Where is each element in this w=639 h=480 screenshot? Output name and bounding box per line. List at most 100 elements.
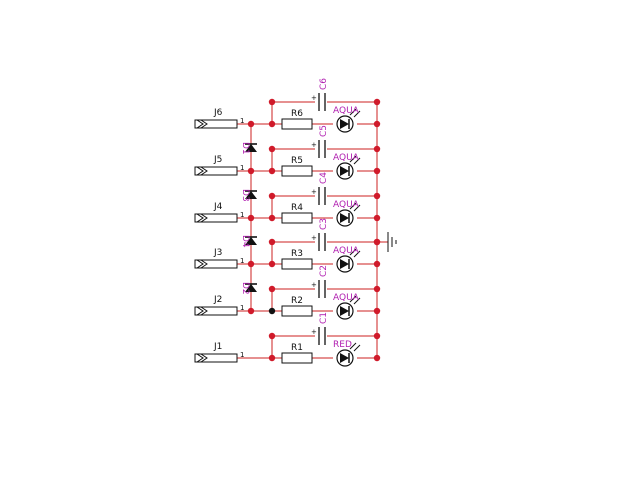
junction-dot xyxy=(268,354,276,362)
junction-dot xyxy=(247,120,255,128)
resistor-r3 xyxy=(281,258,313,270)
diode-ref: D3 xyxy=(240,189,250,202)
led-icon xyxy=(336,342,361,367)
junction-dot xyxy=(373,192,381,200)
capacitor-ref: C5 xyxy=(319,125,329,137)
led-ray-arrow xyxy=(349,295,357,303)
led-icon xyxy=(336,295,361,320)
connector-pin: 1 xyxy=(240,211,244,219)
led-icon xyxy=(336,108,361,133)
diode-triangle xyxy=(245,237,257,245)
led-triangle xyxy=(340,306,349,316)
junction-dot xyxy=(268,167,276,175)
junction-dot xyxy=(373,214,381,222)
resistor-ref: R1 xyxy=(291,343,303,353)
led-label: AQUA xyxy=(333,246,360,256)
junction-dot xyxy=(373,238,381,246)
junction-dot xyxy=(373,332,381,340)
capacitor-ref: C3 xyxy=(319,218,329,230)
connector-notch xyxy=(196,306,204,316)
led-label: AQUA xyxy=(333,293,360,303)
ground-icon xyxy=(387,232,397,252)
junction-dot xyxy=(268,192,276,200)
capacitor-polarity: + xyxy=(311,328,317,336)
connector-notch xyxy=(196,166,204,176)
connector-notch xyxy=(200,119,208,129)
connector-ref: J6 xyxy=(213,108,223,118)
led-ray-arrow xyxy=(349,108,357,116)
junction-dot xyxy=(247,260,255,268)
resistor-r5 xyxy=(281,165,313,177)
junctions xyxy=(247,98,381,362)
capacitor-ref: C6 xyxy=(319,78,329,90)
connector-ref: J5 xyxy=(213,155,222,165)
led-ray-arrow xyxy=(353,344,361,352)
connector-notch xyxy=(200,259,208,269)
capacitor-polarity: + xyxy=(311,94,317,102)
diode-d3 xyxy=(245,190,257,199)
connector-pin: 1 xyxy=(240,117,244,125)
diode-d1 xyxy=(245,143,257,152)
capacitor-c1 xyxy=(318,327,326,345)
junction-dot xyxy=(268,332,276,340)
led-ray-arrow xyxy=(353,110,361,118)
diode-d2 xyxy=(245,283,257,292)
capacitor-c5 xyxy=(318,140,326,158)
diode-triangle xyxy=(245,284,257,292)
led-ray-arrow xyxy=(349,202,357,210)
led-ray-arrow xyxy=(349,248,357,256)
connector-body xyxy=(194,353,238,363)
junction-dot xyxy=(373,354,381,362)
junction-dot xyxy=(268,285,276,293)
connector-body xyxy=(194,213,238,223)
capacitor-ref: C2 xyxy=(319,265,329,277)
led-triangle xyxy=(340,353,349,363)
connector-ref: J4 xyxy=(213,202,223,212)
led-ray-arrow xyxy=(349,155,357,163)
led-triangle xyxy=(340,119,349,129)
junction-dot xyxy=(373,167,381,175)
resistor-ref: R5 xyxy=(291,156,303,166)
capacitor-ref: C1 xyxy=(319,312,329,324)
junction-dot xyxy=(373,145,381,153)
junction-dot xyxy=(268,260,276,268)
led-icon xyxy=(336,248,361,273)
led-triangle xyxy=(340,166,349,176)
resistor-r6 xyxy=(281,118,313,130)
junction-dot xyxy=(247,307,255,315)
led-ray-arrow xyxy=(353,297,361,305)
diode-d4 xyxy=(245,236,257,245)
junction-dot xyxy=(373,260,381,268)
led-icon xyxy=(336,202,361,227)
led-label: AQUA xyxy=(333,106,360,116)
capacitor-c2 xyxy=(318,280,326,298)
connector-j6 xyxy=(194,119,238,129)
connector-notch xyxy=(196,353,204,363)
junction-dot xyxy=(373,285,381,293)
connector-j3 xyxy=(194,259,238,269)
junction-dot xyxy=(268,145,276,153)
capacitor-c4 xyxy=(318,187,326,205)
capacitor-ref: C4 xyxy=(319,172,329,184)
junction-dot xyxy=(247,167,255,175)
led-triangle xyxy=(340,213,349,223)
capacitor-c3 xyxy=(318,233,326,251)
resistor-r2 xyxy=(281,305,313,317)
connector-j4 xyxy=(194,213,238,223)
junction-dot xyxy=(373,120,381,128)
resistor-r4 xyxy=(281,212,313,224)
connector-body xyxy=(194,119,238,129)
diode-ref: D1 xyxy=(240,142,250,155)
capacitor-polarity: + xyxy=(311,188,317,196)
connector-notch xyxy=(196,119,204,129)
resistor-r1 xyxy=(281,352,313,364)
junction-dot xyxy=(373,98,381,106)
diode-ref: D4 xyxy=(240,235,250,248)
led-ray-arrow xyxy=(353,204,361,212)
led-label: RED xyxy=(333,340,352,350)
led-ray-arrow xyxy=(349,342,357,350)
diode-triangle xyxy=(245,144,257,152)
resistor-ref: R2 xyxy=(291,296,303,306)
